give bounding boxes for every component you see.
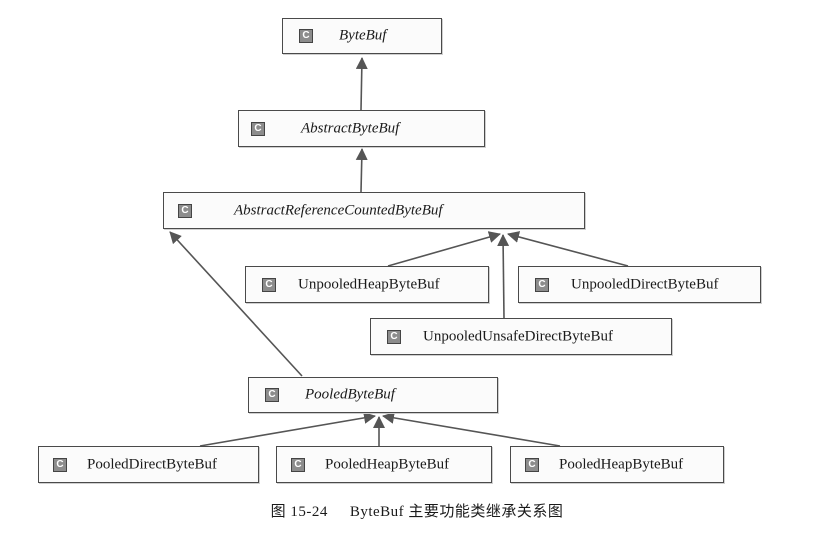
node-label: PooledHeapByteBuf bbox=[325, 456, 450, 472]
node-label: AbstractReferenceCountedByteBuf bbox=[234, 202, 443, 218]
class-icon: C bbox=[387, 329, 401, 344]
node-unpooled-unsafe-direct-bytebuf: C UnpooledUnsafeDirectByteBuf bbox=[370, 318, 672, 355]
class-icon: C bbox=[251, 121, 265, 136]
edge-unpooledheap-to-refcounted bbox=[387, 231, 501, 267]
edge-unpooleddirect-to-refcounted bbox=[507, 231, 629, 267]
class-icon: C bbox=[178, 203, 192, 218]
class-icon: C bbox=[535, 277, 549, 292]
figure-number: 图 15-24 bbox=[270, 504, 328, 520]
edge-pooled-to-refcounted bbox=[169, 231, 303, 377]
node-label: AbstractByteBuf bbox=[301, 120, 400, 136]
edge-pooleddirect-to-pooled bbox=[199, 411, 376, 447]
node-abstract-reference-counted-bytebuf: C AbstractReferenceCountedByteBuf bbox=[163, 192, 585, 229]
class-icon: C bbox=[265, 388, 279, 402]
node-label: PooledByteBuf bbox=[305, 386, 395, 403]
node-label: ByteBuf bbox=[339, 27, 387, 44]
node-abstract-bytebuf: C AbstractByteBuf bbox=[238, 110, 485, 147]
edge-unpooledunsafedirect-to-refcounted bbox=[497, 234, 510, 319]
node-label: UnpooledHeapByteBuf bbox=[298, 276, 440, 292]
node-unpooled-heap-bytebuf: C UnpooledHeapByteBuf bbox=[245, 266, 489, 303]
node-pooled-bytebuf: C PooledByteBuf bbox=[248, 377, 498, 413]
node-unpooled-direct-bytebuf: C UnpooledDirectByteBuf bbox=[518, 266, 761, 303]
class-icon: C bbox=[299, 29, 313, 43]
class-icon: C bbox=[525, 457, 539, 472]
edge-abstractbytebuf-to-bytebuf bbox=[355, 57, 368, 111]
node-pooled-heap-bytebuf-1: C PooledHeapByteBuf bbox=[276, 446, 492, 483]
node-label: PooledDirectByteBuf bbox=[87, 456, 217, 472]
node-label: UnpooledUnsafeDirectByteBuf bbox=[423, 328, 613, 344]
class-icon: C bbox=[291, 457, 305, 472]
node-bytebuf: C ByteBuf bbox=[282, 18, 442, 54]
figure-caption-text: ByteBuf 主要功能类继承关系图 bbox=[349, 504, 564, 520]
figure-caption: 图 15-24 ByteBuf 主要功能类继承关系图 bbox=[0, 500, 834, 521]
class-icon: C bbox=[262, 277, 276, 292]
node-pooled-direct-bytebuf: C PooledDirectByteBuf bbox=[38, 446, 259, 483]
edge-refcounted-to-abstractbytebuf bbox=[355, 148, 368, 193]
node-label: PooledHeapByteBuf bbox=[559, 456, 684, 472]
node-label: UnpooledDirectByteBuf bbox=[571, 276, 719, 292]
node-pooled-heap-bytebuf-2: C PooledHeapByteBuf bbox=[510, 446, 724, 483]
edge-pooledheap2-to-pooled bbox=[382, 411, 561, 447]
class-icon: C bbox=[53, 457, 67, 472]
